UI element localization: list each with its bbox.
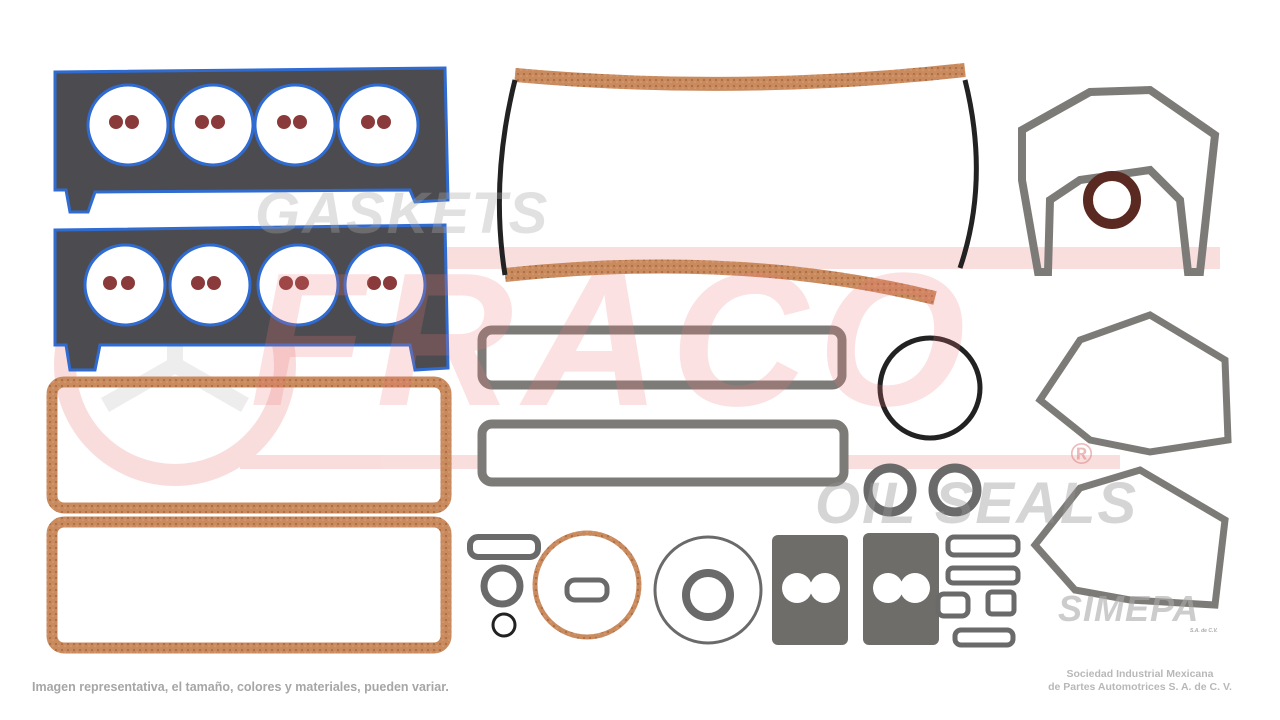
water-pump-gasket — [1030, 466, 1229, 609]
exhaust-donut-gasket — [863, 463, 917, 517]
cork-ring-gasket — [532, 530, 642, 640]
company-name-line1: Sociedad Industrial Mexicana — [1066, 668, 1214, 680]
intake-manifold-gasket — [477, 419, 849, 487]
exhaust-donut-gasket — [928, 463, 982, 517]
carburetor-gasket — [863, 533, 939, 645]
small-seal — [480, 564, 524, 608]
company-name-line2: de Partes Automotrices S. A. de C. V. — [1048, 681, 1232, 693]
crankshaft-seal — [1083, 171, 1141, 229]
valve-cover-gasket — [46, 376, 452, 514]
valve-cover-gasket — [46, 516, 452, 654]
timing-cover-gasket — [1018, 85, 1220, 276]
cylinder-head-gasket — [53, 66, 450, 214]
small-gasket — [467, 534, 541, 560]
o-ring — [491, 612, 517, 638]
rear-main-seal — [877, 335, 983, 441]
small-gaskets-group — [935, 534, 1021, 648]
oil-pan-gasket — [496, 63, 979, 305]
carburetor-gasket — [772, 535, 848, 645]
water-pump-gasket — [1035, 311, 1232, 456]
thin-ring-gasket — [653, 535, 763, 645]
thermostat-gasket — [682, 569, 734, 621]
cylinder-head-gasket — [53, 223, 450, 372]
intake-manifold-gasket — [477, 325, 847, 390]
disclaimer-text: Imagen representativa, el tamaño, colore… — [32, 680, 449, 694]
small-gasket — [564, 577, 610, 603]
